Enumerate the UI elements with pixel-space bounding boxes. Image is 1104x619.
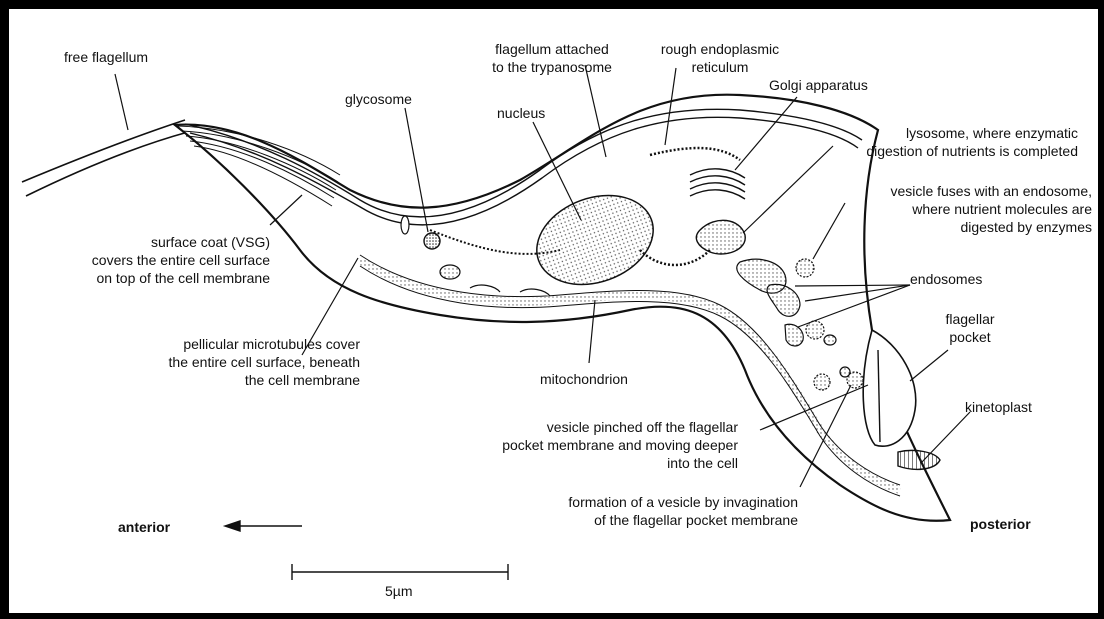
label-glycosome: glycosome — [345, 90, 412, 108]
label-free-flagellum: free flagellum — [64, 48, 148, 66]
label-endosomes: endosomes — [910, 270, 982, 288]
label-kinetoplast: kinetoplast — [965, 398, 1032, 416]
glycosome — [424, 233, 440, 249]
label-vesicle-fuses: vesicle fuses with an endosome,where nut… — [830, 182, 1092, 236]
label-golgi-apparatus: Golgi apparatus — [769, 76, 868, 94]
scale-bar — [292, 564, 508, 580]
label-mitochondrion: mitochondrion — [540, 370, 628, 388]
label-anterior: anterior — [118, 518, 170, 536]
kinetoplast — [898, 450, 940, 469]
label-nucleus: nucleus — [497, 104, 545, 122]
label-posterior: posterior — [970, 515, 1031, 533]
label-scale: 5µm — [385, 582, 413, 600]
flagellar-pocket — [863, 330, 916, 446]
free-flagellum — [22, 120, 188, 196]
label-surface-coat: surface coat (VSG)covers the entire cell… — [30, 233, 270, 287]
anterior-arrow — [225, 521, 302, 531]
